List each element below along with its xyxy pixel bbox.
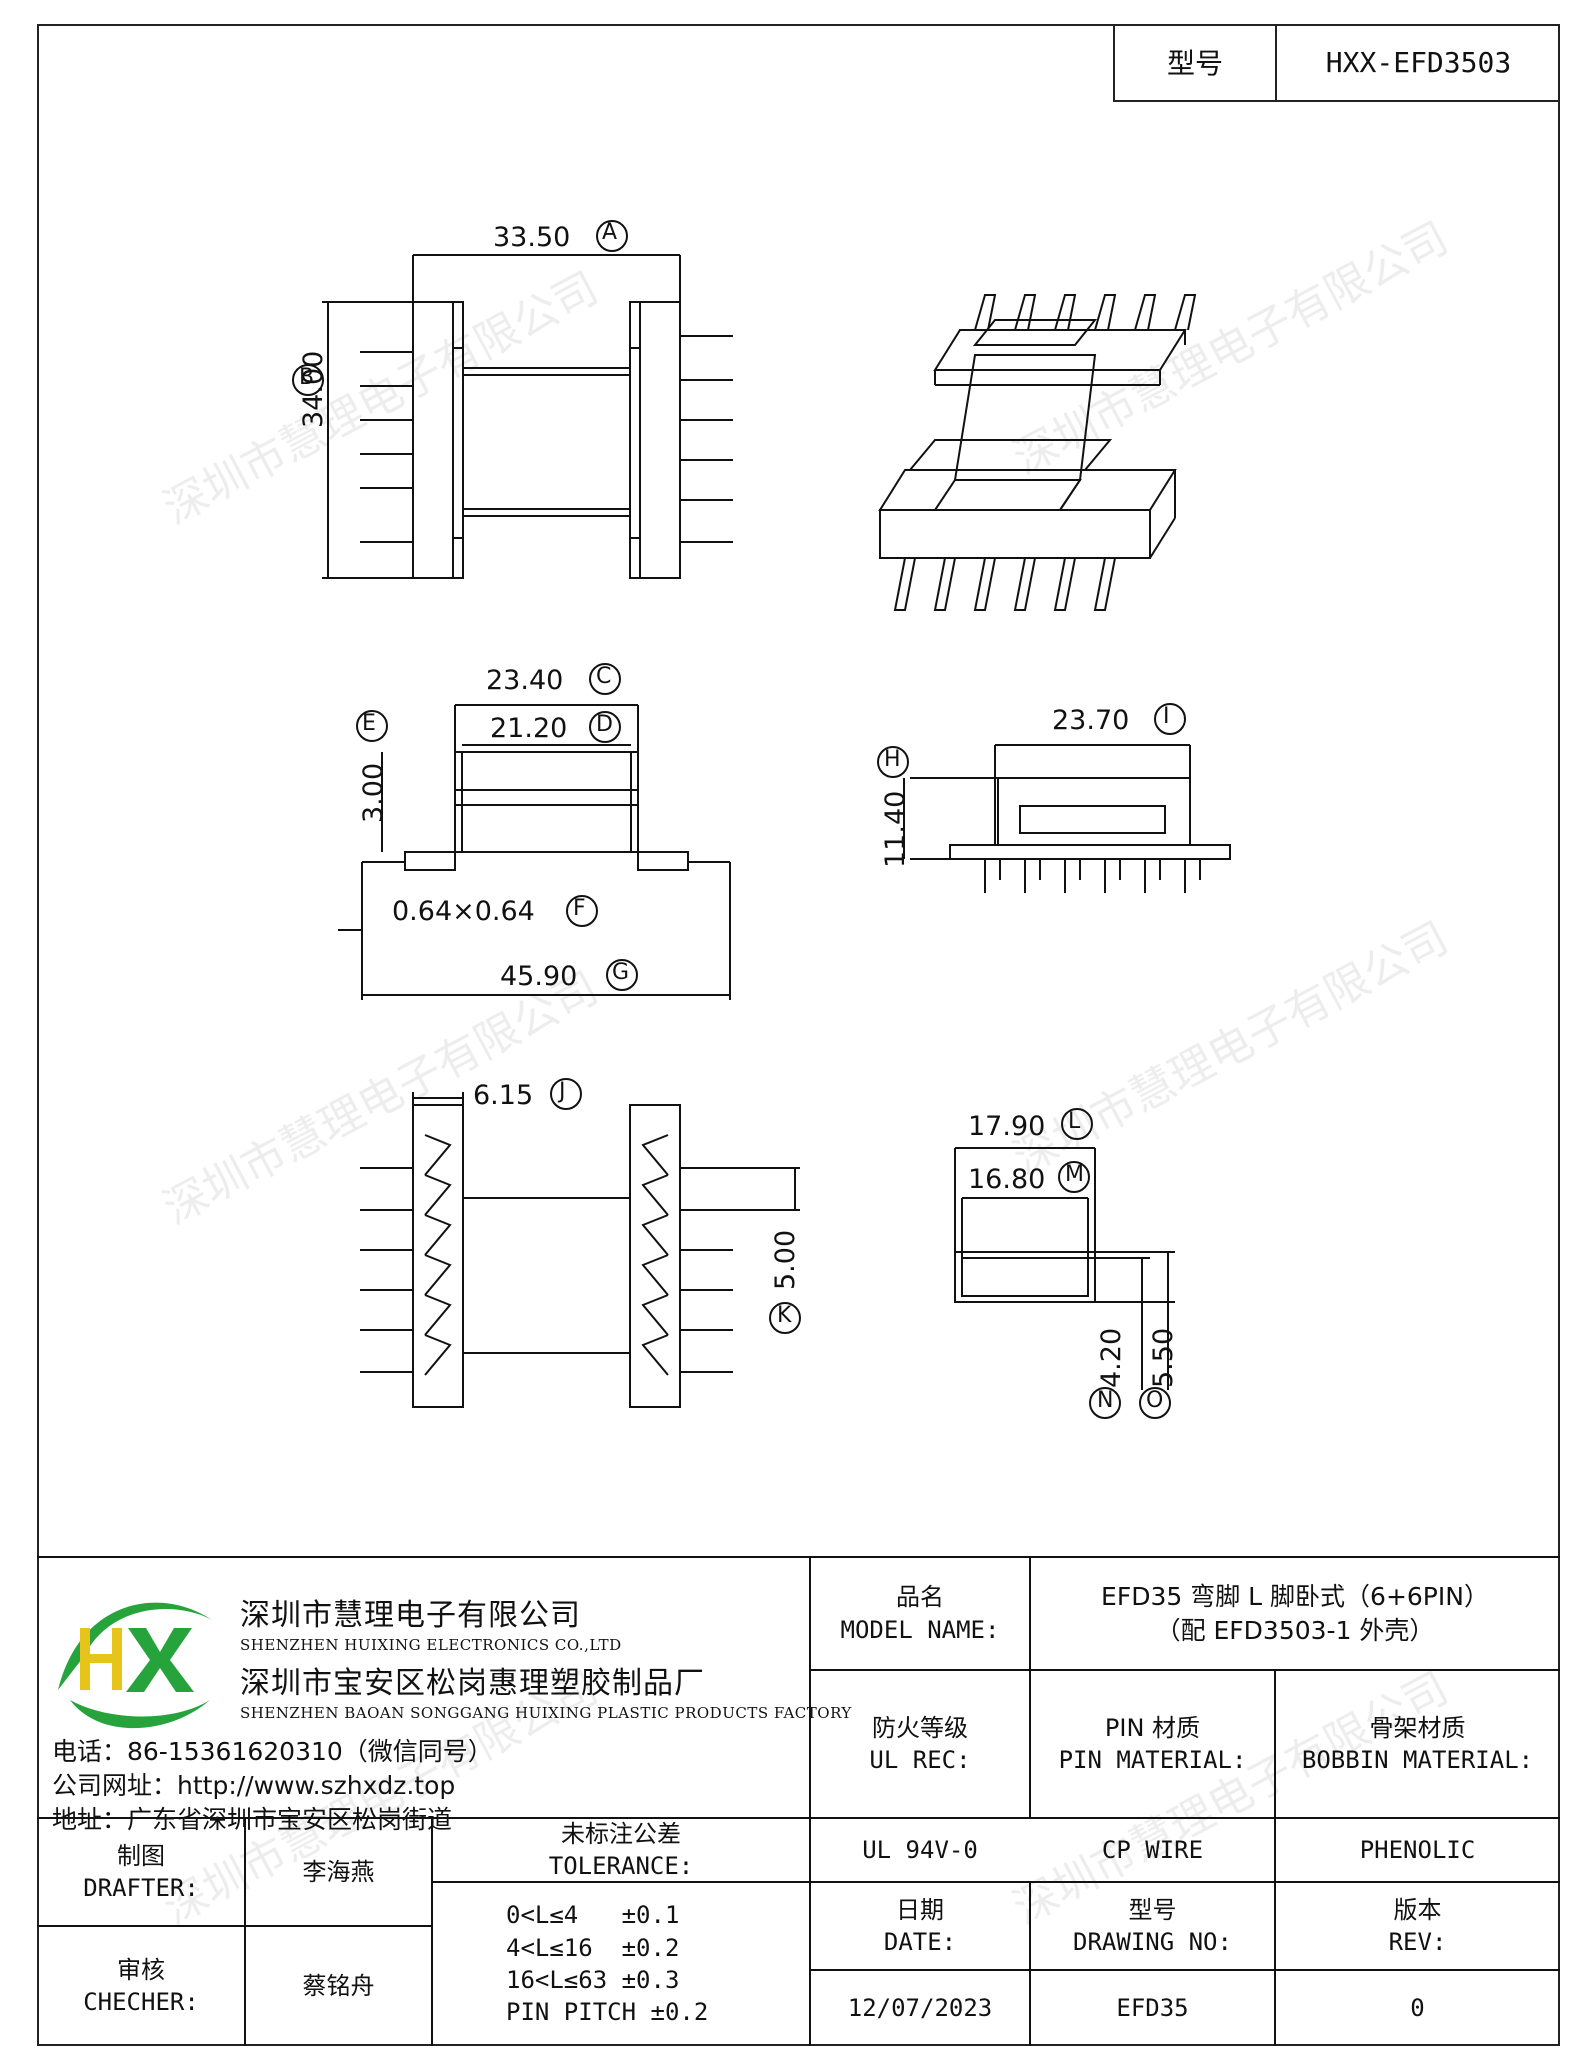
- bobbin-material-value: PHENOLIC: [1359, 1835, 1476, 1864]
- section-view: [954, 1147, 1175, 1390]
- company-logo: [58, 1602, 212, 1729]
- checker-label: 审核 CHECHER:: [83, 1955, 199, 2016]
- revision-value: 0: [1410, 1993, 1425, 2022]
- dim-K-letter: K: [777, 1303, 792, 1328]
- bobbin-material-label: 骨架材质 BOBBIN MATERIAL:: [1301, 1713, 1534, 1774]
- side-view: [338, 704, 731, 1000]
- dim-M-value: 16.80: [968, 1164, 1046, 1195]
- dim-A-letter: A: [602, 220, 618, 245]
- model-label: 型号: [1115, 24, 1277, 100]
- pin-material-value: CP WIRE: [1101, 1835, 1204, 1864]
- company-phone: 电话：86-15361620310（微信同号）: [52, 1737, 493, 1766]
- company-name-cn: 深圳市慧理电子有限公司: [240, 1598, 581, 1633]
- dim-C-value: 23.40: [486, 665, 564, 696]
- front-view: [903, 744, 1231, 893]
- checker-value: 蔡铭舟: [302, 1971, 375, 2000]
- dim-N-letter: N: [1097, 1388, 1114, 1413]
- dim-I-letter: I: [1163, 704, 1170, 729]
- dim-H-value: 11.40: [880, 790, 911, 868]
- dim-L-letter: L: [1068, 1109, 1081, 1134]
- drafter-value: 李海燕: [302, 1857, 375, 1886]
- tolerance-values: 0<L≤4 ±0.1 4<L≤16 ±0.2 16<L≤63 ±0.3 PIN …: [506, 1901, 709, 2027]
- dim-D-value: 21.20: [490, 713, 568, 744]
- date-value: 12/07/2023: [847, 1993, 993, 2022]
- isometric-view: [878, 294, 1197, 611]
- dim-K-value: 5.00: [770, 1229, 801, 1290]
- drafter-label: 制图 DRAFTER:: [83, 1841, 199, 1902]
- drawing-no-value: EFD35: [1116, 1993, 1189, 2022]
- fire-rating-value: UL 94V-0: [862, 1835, 978, 1864]
- revision-label: 版本 REV:: [1388, 1895, 1447, 1956]
- model-name-value: EFD35 弯脚 L 脚卧式（6+6PIN） （配 EFD3503-1 外壳）: [1101, 1581, 1489, 1645]
- dim-D-letter: D: [596, 712, 613, 737]
- factory-name-en: SHENZHEN BAOAN SONGGANG HUIXING PLASTIC …: [240, 1704, 852, 1722]
- bottom-view: [360, 1092, 800, 1408]
- model-header: 型号 HXX-EFD3503: [1113, 24, 1560, 102]
- company-address: 地址：广东省深圳市宝安区松岗街道: [52, 1805, 453, 1834]
- dim-O-letter: O: [1146, 1388, 1164, 1413]
- dimension-circles: [292, 220, 1186, 1419]
- dim-M-letter: M: [1065, 1162, 1084, 1187]
- dim-F-letter: F: [573, 896, 586, 921]
- date-label: 日期 DATE:: [883, 1895, 957, 1956]
- pin-material-label: PIN 材质 PIN MATERIAL:: [1058, 1713, 1247, 1774]
- drawing-no-label: 型号 DRAWING NO:: [1073, 1895, 1232, 1956]
- dim-C-letter: C: [596, 664, 612, 689]
- dim-F-value: 0.64×0.64: [392, 896, 535, 927]
- company-website: 公司网址：http://www.szhxdz.top: [52, 1771, 456, 1800]
- dim-H-letter: H: [884, 747, 901, 772]
- company-name-en: SHENZHEN HUIXING ELECTRONICS CO.,LTD: [240, 1636, 622, 1654]
- model-value: HXX-EFD3503: [1325, 45, 1512, 79]
- dim-L-value: 17.90: [968, 1111, 1046, 1142]
- factory-name-cn: 深圳市宝安区松岗惠理塑胶制品厂: [240, 1666, 705, 1701]
- dim-G-value: 45.90: [500, 961, 578, 992]
- drawing-frame: [37, 24, 1560, 2046]
- dim-B-letter: B: [299, 365, 315, 390]
- tolerance-label: 未标注公差 TOLERANCE:: [548, 1819, 694, 1880]
- dim-E-letter: E: [362, 711, 376, 736]
- dim-I-value: 23.70: [1052, 705, 1130, 736]
- dim-N-value: 4.20: [1096, 1327, 1127, 1388]
- dim-G-letter: G: [612, 960, 630, 985]
- dim-E-value: 3.00: [358, 762, 389, 823]
- fire-rating-label: 防火等级 UL REC:: [869, 1713, 971, 1774]
- title-block-grid: [37, 1556, 1560, 2046]
- dim-J-value: 6.15: [473, 1080, 534, 1111]
- dim-O-value: 5.50: [1148, 1327, 1179, 1388]
- top-view: [322, 254, 733, 579]
- dim-A-value: 33.50: [493, 222, 571, 253]
- model-name-label: 品名 MODEL NAME:: [840, 1583, 1000, 1644]
- dim-J-letter: J: [559, 1079, 566, 1104]
